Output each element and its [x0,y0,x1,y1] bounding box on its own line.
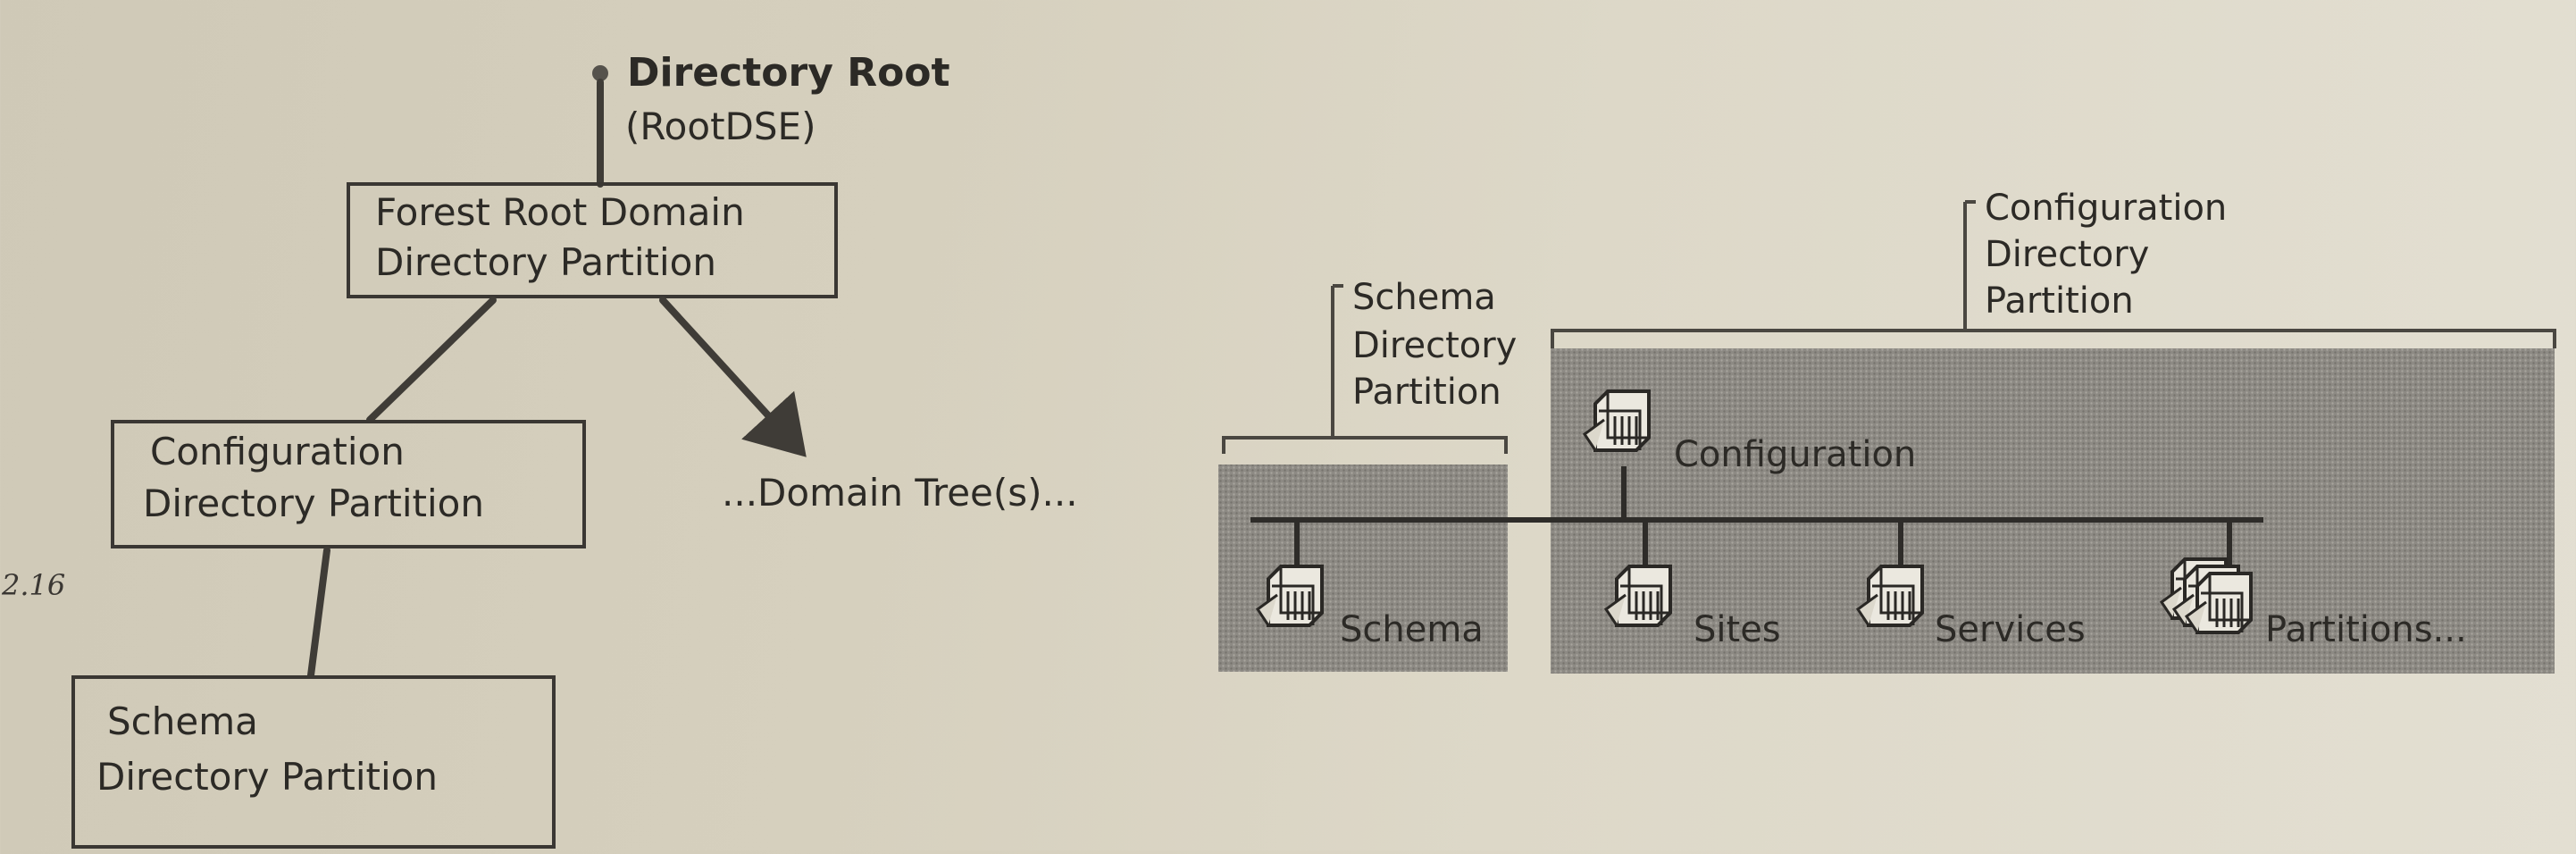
schema-shaded-panel [1218,465,1508,672]
forest-root-partition-box [347,182,838,298]
schema-box-line2: Directory Partition [96,755,438,799]
schema-partition-label-1: Schema [1352,277,1496,318]
config-box-line2: Directory Partition [143,481,484,525]
forest-box-line1: Forest Root Domain [375,190,745,234]
forest-box-line2: Directory Partition [375,240,716,284]
schema-folder-label: Schema [1340,609,1484,650]
root-node-dot [592,65,608,81]
directory-root-label: Directory Root [627,50,950,96]
domain-trees-label: ...Domain Tree(s)... [722,471,1078,515]
schema-bracket [1222,436,1508,454]
configuration-bracket [1551,329,2556,348]
schema-partition-label-3: Partition [1352,372,1501,413]
configuration-shaded-panel [1551,348,2555,674]
schema-partition-box [71,675,556,849]
sites-folder-label: Sites [1694,609,1781,650]
rootdse-label: (RootDSE) [625,105,815,148]
forest-to-config-line [366,297,497,423]
forest-to-domain-arrow [659,297,807,457]
figure-number: 2.16 [1,568,65,602]
configuration-partition-box [111,420,586,548]
config-partition-label-1: Configuration [1985,188,2227,229]
configuration-folder-label: Configuration [1674,434,1916,475]
partitions-folder-label: Partitions... [2265,609,2467,650]
schema-box-line1: Schema [107,699,258,743]
schema-partition-label-2: Directory [1352,325,1517,366]
config-partition-label-3: Partition [1985,280,2134,322]
config-to-schema-line [307,547,330,679]
config-box-line1: Configuration [150,430,405,473]
config-partition-label-2: Directory [1985,234,2149,275]
services-folder-label: Services [1935,609,2086,650]
